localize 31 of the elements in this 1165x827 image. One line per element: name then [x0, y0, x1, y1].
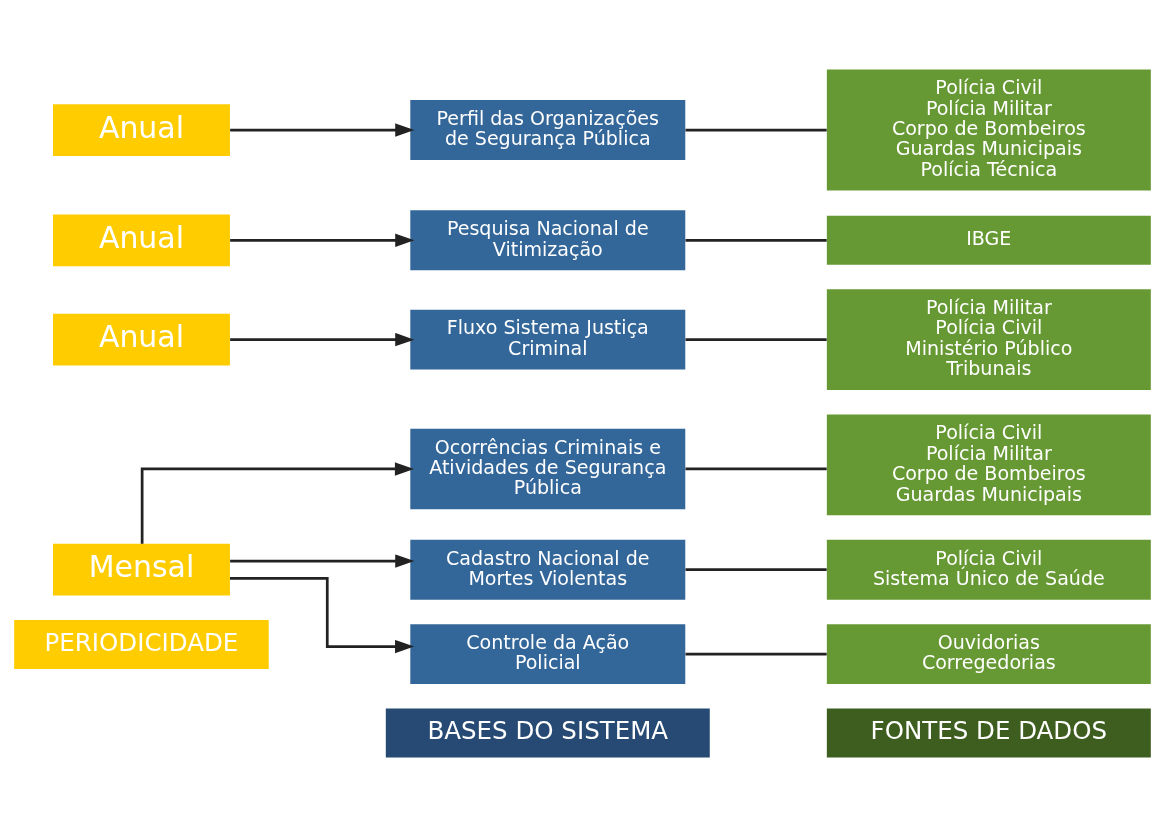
connector [685, 568, 827, 572]
node-box: PERIODICIDADE [14, 620, 269, 670]
connector [685, 467, 827, 471]
connector [685, 338, 827, 341]
connector [685, 128, 827, 132]
node-box: Controle da Ação Policial [410, 624, 686, 685]
node-box: BASES DO SISTEMA [385, 708, 710, 758]
node-box: Ocorrências Criminais e Atividades de Segurança Pública [410, 428, 686, 510]
node-box: Perfil das Organizações de Segurança Pública [410, 100, 686, 160]
arrow [230, 233, 415, 247]
arrow [230, 332, 415, 347]
node-box: Mensal [53, 543, 230, 596]
node-box: Polícia Civil Polícia Militar Corpo de Bombeiros Guardas Municipais [826, 414, 1151, 516]
node-box: Anual [53, 104, 230, 156]
node-box: Pesquisa Nacional de Vitimização [410, 210, 686, 271]
node-box: FONTES DE DADOS [826, 708, 1151, 758]
node-box: Anual [53, 214, 230, 267]
node-box: IBGE [826, 215, 1151, 265]
node-box: Polícia Civil Polícia Militar Corpo de Bombeiros Guardas Municipais Polícia Técnica [826, 69, 1151, 191]
node-box: Ouvidorias Corregedorias [826, 624, 1151, 685]
connector [685, 238, 827, 242]
arrow [230, 576, 415, 654]
node-box: Fluxo Sistema Justiça Criminal [410, 309, 686, 370]
node-box: Anual [53, 313, 230, 366]
arrow [140, 462, 414, 544]
arrow [230, 123, 415, 137]
node-box: Polícia Militar Polícia Civil Ministério Público Tribunais [826, 289, 1151, 390]
connector [685, 652, 827, 656]
node-box: Polícia Civil Sistema Único de Saúde [826, 539, 1151, 600]
arrow [230, 554, 415, 568]
node-box: Cadastro Nacional de Mortes Violentas [410, 539, 686, 600]
